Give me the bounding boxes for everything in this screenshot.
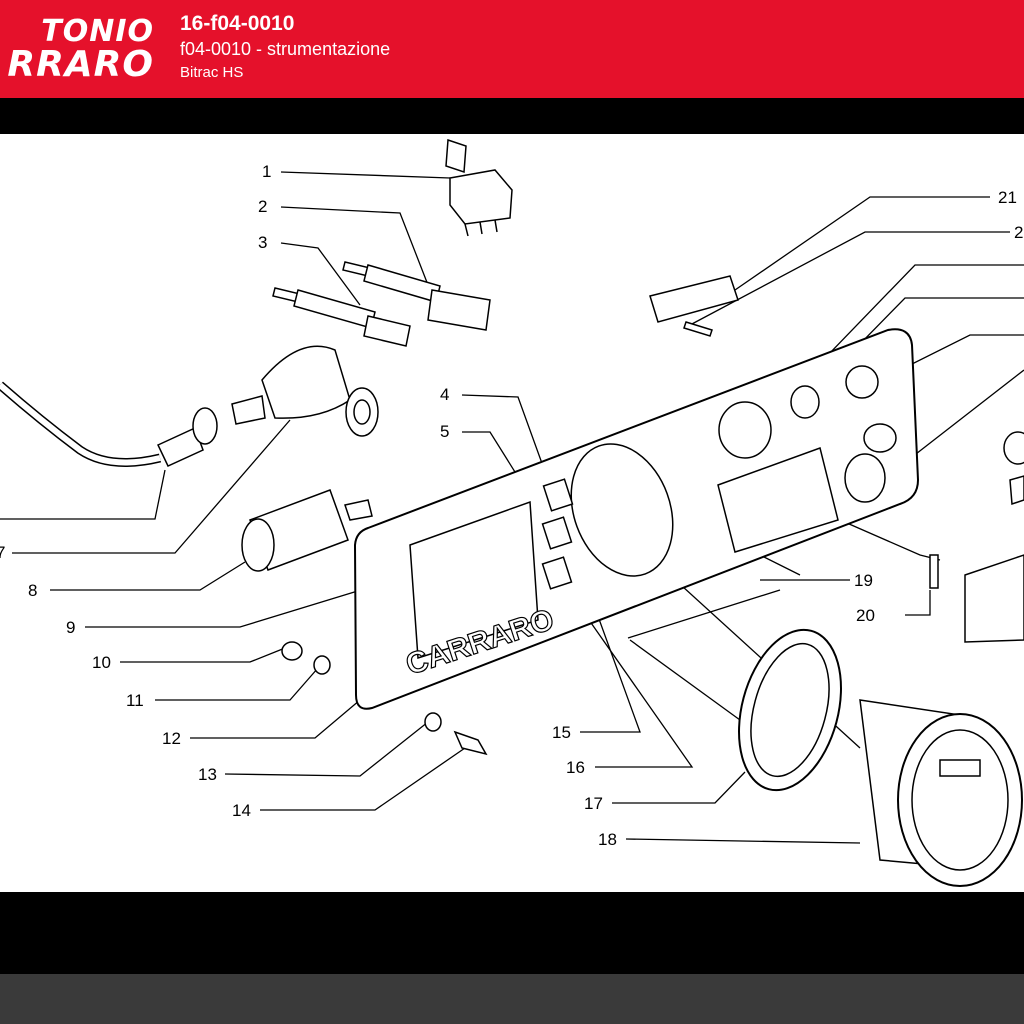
callout-15: 15 [552, 723, 571, 742]
callout-labels: 1 2 3 4 5 7 8 9 10 11 12 13 14 15 16 17 … [0, 162, 1023, 849]
callout-16: 16 [566, 758, 585, 777]
page-code: 16-f04-0010 [180, 12, 295, 35]
capacitor-part [241, 489, 373, 572]
callout-8: 8 [28, 581, 37, 600]
resistor-parts [272, 261, 491, 347]
header-bar: TONIO RRARO 16-f04-0010 f04-0010 - strum… [0, 0, 1024, 98]
model-name: Bitrac HS [180, 64, 244, 81]
exploded-view-diagram: CARRARO [0, 138, 1024, 887]
callout-1: 1 [262, 162, 271, 181]
right-edge-parts [964, 431, 1024, 643]
callout-10: 10 [92, 653, 111, 672]
angle-drive-part [231, 345, 379, 437]
footer-strip [0, 974, 1024, 1024]
toolbar-strip [0, 98, 1024, 134]
brand-logo-line2: RRARO [7, 44, 154, 85]
callout-5: 5 [440, 422, 449, 441]
callout-11: 11 [126, 691, 144, 710]
parts-drawing[interactable]: CARRARO [0, 134, 1024, 892]
callout-7: 7 [0, 543, 5, 562]
page-subtitle: f04-0010 - strumentazione [180, 39, 391, 59]
callout-20: 20 [856, 606, 875, 625]
fuse-part [649, 275, 739, 323]
dashboard-panel: CARRARO [353, 328, 920, 710]
callout-3: 3 [258, 233, 267, 252]
callout-2: 2 [258, 197, 267, 216]
callout-4: 4 [440, 385, 449, 404]
callout-14: 14 [232, 801, 251, 820]
callout-19: 19 [854, 571, 873, 590]
relay-part [445, 138, 513, 237]
callout-18: 18 [598, 830, 617, 849]
callout-21: 21 [998, 188, 1017, 207]
brand-logo-line1: TONIO [41, 14, 154, 49]
bottom-bar [0, 892, 1024, 974]
brand-logo: TONIO RRARO [0, 8, 160, 88]
gauge-parts [738, 628, 1023, 887]
speedometer-cable [0, 381, 218, 467]
callout-12: 12 [162, 729, 181, 748]
callout-9: 9 [66, 618, 75, 637]
callout-2-right: 2 [1014, 223, 1023, 242]
callout-17: 17 [584, 794, 603, 813]
callout-13: 13 [198, 765, 217, 784]
